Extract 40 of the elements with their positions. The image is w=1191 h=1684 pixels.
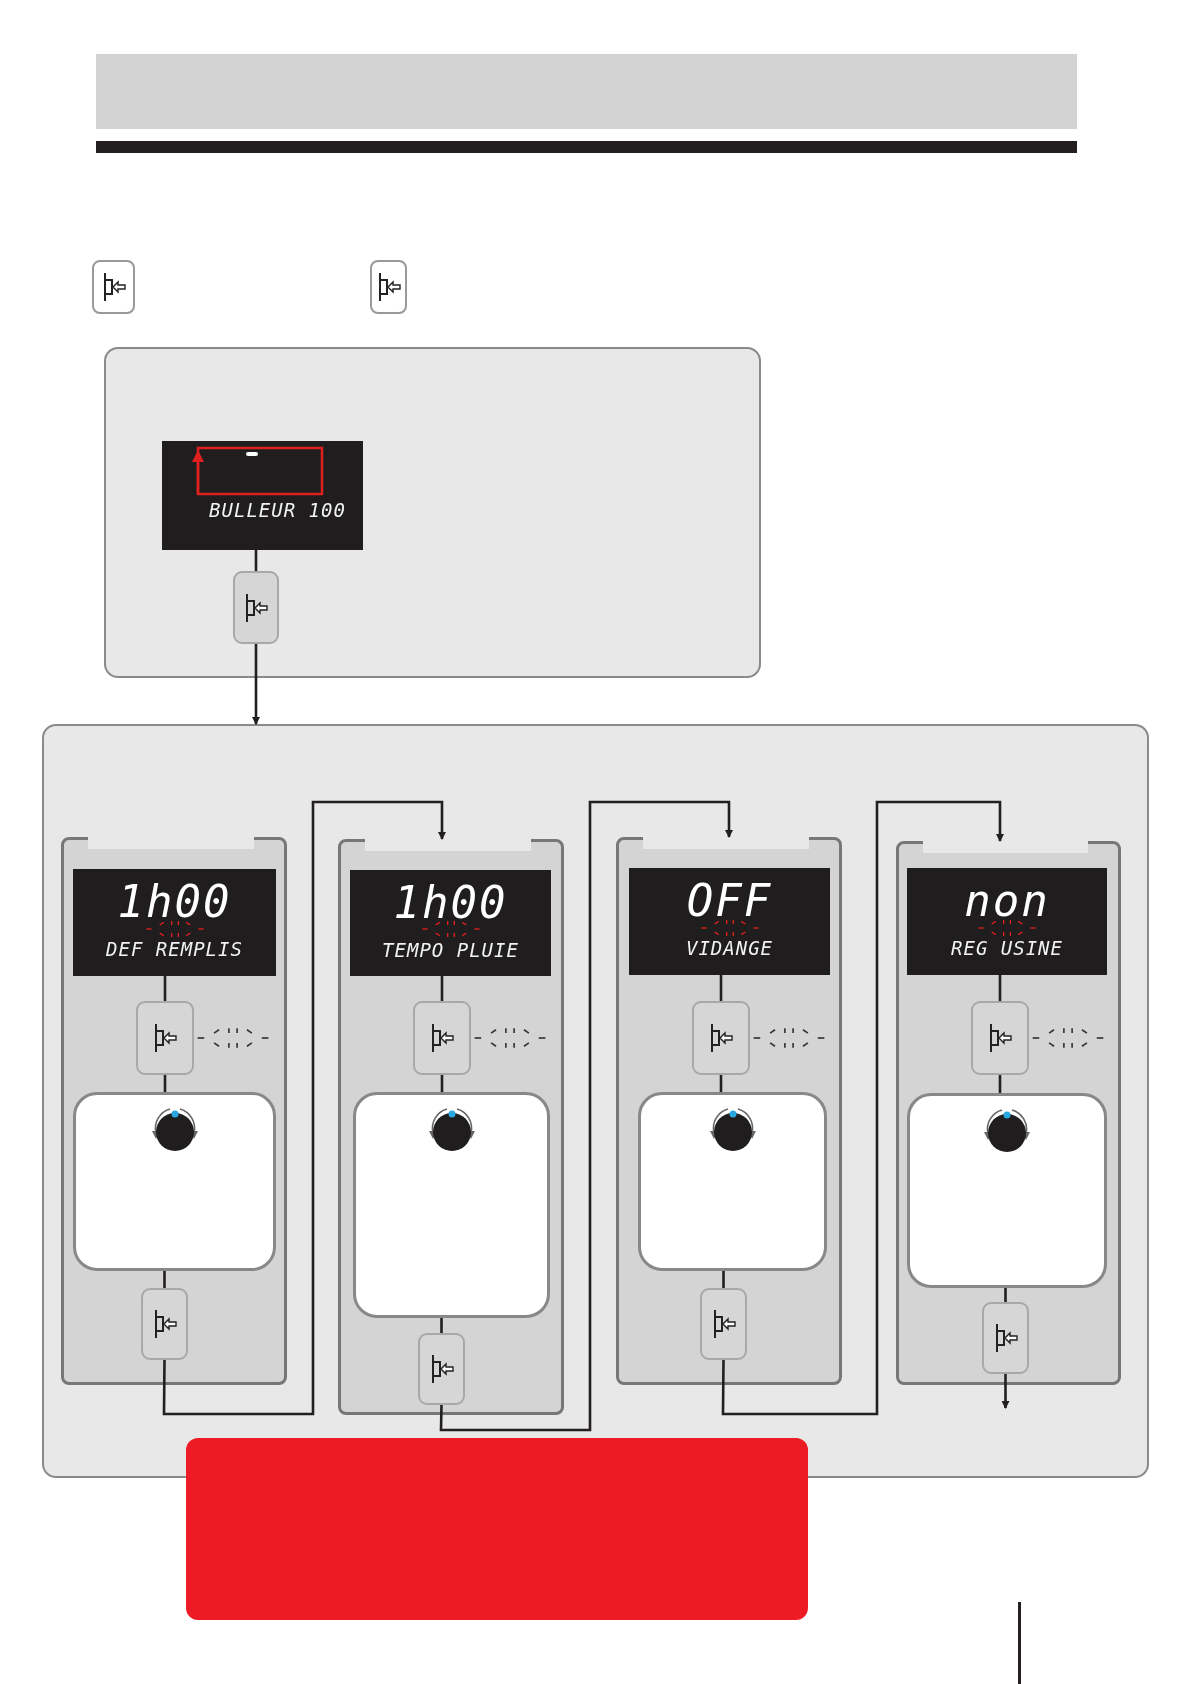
connector-arrow bbox=[1001, 1374, 1010, 1409]
display-label: VIDANGE bbox=[685, 939, 774, 958]
push-button bbox=[413, 1001, 471, 1075]
display-label: REG USINE bbox=[951, 939, 1063, 958]
step-panel bbox=[896, 841, 1121, 1385]
push-button bbox=[233, 571, 279, 644]
lcd-display bbox=[907, 868, 1107, 975]
push-button bbox=[692, 1001, 750, 1075]
knob-card bbox=[353, 1092, 550, 1318]
display-value: 1h00 bbox=[393, 880, 508, 925]
step-panel bbox=[616, 837, 842, 1385]
knob-card bbox=[73, 1092, 276, 1271]
lcd-display bbox=[350, 870, 551, 976]
lcd-display bbox=[629, 868, 830, 975]
panel-box bbox=[42, 724, 1149, 1478]
push-button bbox=[418, 1333, 465, 1405]
push-button bbox=[700, 1288, 747, 1360]
display-label: DEF REMPLIS bbox=[106, 940, 243, 959]
display-value: non bbox=[964, 879, 1050, 923]
display-value: OFF bbox=[686, 879, 773, 923]
connector-arrow bbox=[439, 800, 733, 1432]
display-label: BULLEUR 100 bbox=[209, 501, 346, 520]
panel-box bbox=[104, 347, 761, 678]
step-panel bbox=[338, 839, 564, 1415]
lcd-display bbox=[73, 869, 276, 976]
title-band bbox=[96, 54, 1077, 129]
step-panel bbox=[61, 837, 287, 1385]
knob-card bbox=[638, 1092, 827, 1271]
lcd-display bbox=[162, 441, 363, 550]
warning-panel bbox=[186, 1438, 808, 1620]
connector-arrow bbox=[162, 800, 446, 1416]
push-button bbox=[141, 1288, 188, 1360]
knob-card bbox=[907, 1093, 1107, 1288]
display-label: TEMPO PLUIE bbox=[382, 940, 519, 960]
push-button bbox=[982, 1302, 1029, 1374]
connector-arrow bbox=[252, 644, 260, 725]
push-button bbox=[136, 1001, 194, 1075]
display-value: 1h00 bbox=[117, 880, 232, 924]
push-button bbox=[971, 1001, 1029, 1075]
connector-arrow bbox=[721, 800, 1004, 1416]
